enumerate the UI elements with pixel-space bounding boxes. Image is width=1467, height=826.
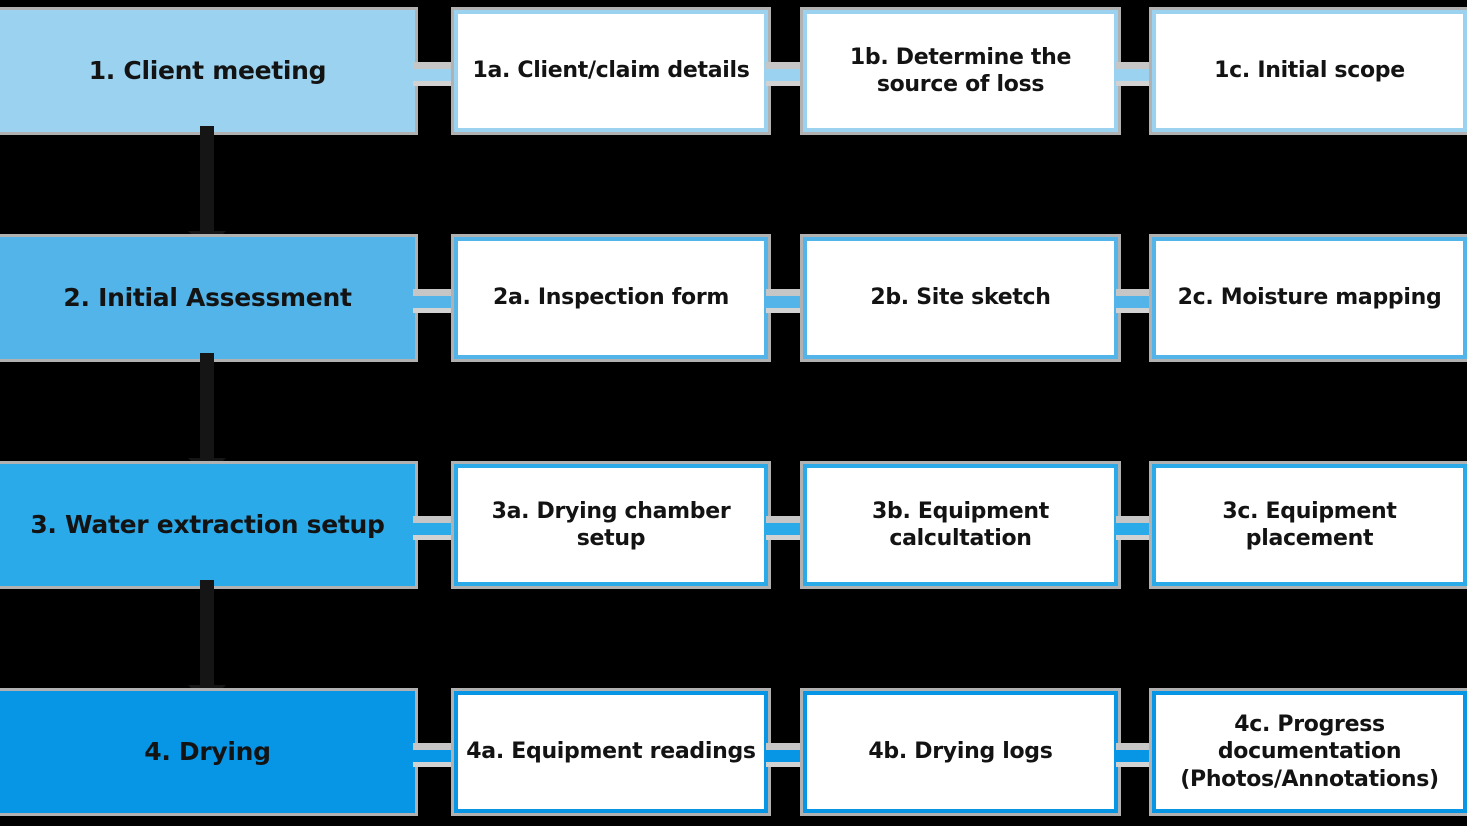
step-box-client-claim-details: 1a. Client/claim details bbox=[451, 7, 771, 135]
step-box-equipment-calculation: 3b. Equipment calcultation bbox=[800, 461, 1121, 589]
connector bbox=[766, 743, 804, 767]
step-box-moisture-mapping: 2c. Moisture mapping bbox=[1149, 234, 1467, 362]
step-label: 3c. Equipment placement bbox=[1222, 498, 1397, 552]
stage-box-drying: 4. Drying bbox=[0, 688, 418, 816]
down-arrow-icon bbox=[200, 126, 214, 243]
stage-box-client-meeting: 1. Client meeting bbox=[0, 7, 418, 135]
connector bbox=[413, 62, 455, 86]
step-label: 2a. Inspection form bbox=[492, 285, 730, 311]
step-box-equipment-placement: 3c. Equipment placement bbox=[1149, 461, 1467, 589]
stage-label: 3. Water extraction setup bbox=[30, 509, 385, 539]
step-label: 2b. Site sketch bbox=[870, 285, 1051, 311]
stage-box-water-extraction-setup: 3. Water extraction setup bbox=[0, 461, 418, 589]
down-arrow-icon bbox=[200, 580, 214, 697]
step-box-initial-scope: 1c. Initial scope bbox=[1149, 7, 1467, 135]
step-label: 4b. Drying logs bbox=[868, 739, 1053, 765]
connector bbox=[413, 289, 455, 313]
connector bbox=[413, 516, 455, 540]
connector bbox=[413, 743, 455, 767]
step-label: 3a. Drying chamber setup bbox=[491, 498, 731, 552]
connector bbox=[1116, 62, 1154, 86]
step-box-determine-source-of-loss: 1b. Determine the source of loss bbox=[800, 7, 1121, 135]
step-box-drying-chamber-setup: 3a. Drying chamber setup bbox=[451, 461, 771, 589]
step-box-site-sketch: 2b. Site sketch bbox=[800, 234, 1121, 362]
step-label: 1a. Client/claim details bbox=[472, 58, 750, 84]
step-label: 3b. Equipment calcultation bbox=[872, 498, 1049, 552]
stage-label: 4. Drying bbox=[144, 736, 271, 766]
step-box-progress-documentation: 4c. Progress documentation (Photos/Annot… bbox=[1149, 688, 1467, 816]
step-box-equipment-readings: 4a. Equipment readings bbox=[451, 688, 771, 816]
stage-label: 2. Initial Assessment bbox=[63, 282, 352, 312]
step-label: 4c. Progress documentation (Photos/Annot… bbox=[1180, 711, 1439, 792]
connector bbox=[1116, 743, 1154, 767]
down-arrow-icon bbox=[200, 353, 214, 470]
connector bbox=[766, 516, 804, 540]
step-label: 2c. Moisture mapping bbox=[1177, 285, 1442, 311]
connector bbox=[1116, 516, 1154, 540]
step-label: 4a. Equipment readings bbox=[466, 739, 756, 765]
connector bbox=[766, 62, 804, 86]
step-box-drying-logs: 4b. Drying logs bbox=[800, 688, 1121, 816]
step-label: 1b. Determine the source of loss bbox=[849, 44, 1072, 98]
connector bbox=[766, 289, 804, 313]
step-box-inspection-form: 2a. Inspection form bbox=[451, 234, 771, 362]
connector bbox=[1116, 289, 1154, 313]
step-label: 1c. Initial scope bbox=[1214, 58, 1405, 84]
stage-label: 1. Client meeting bbox=[88, 55, 327, 85]
stage-box-initial-assessment: 2. Initial Assessment bbox=[0, 234, 418, 362]
